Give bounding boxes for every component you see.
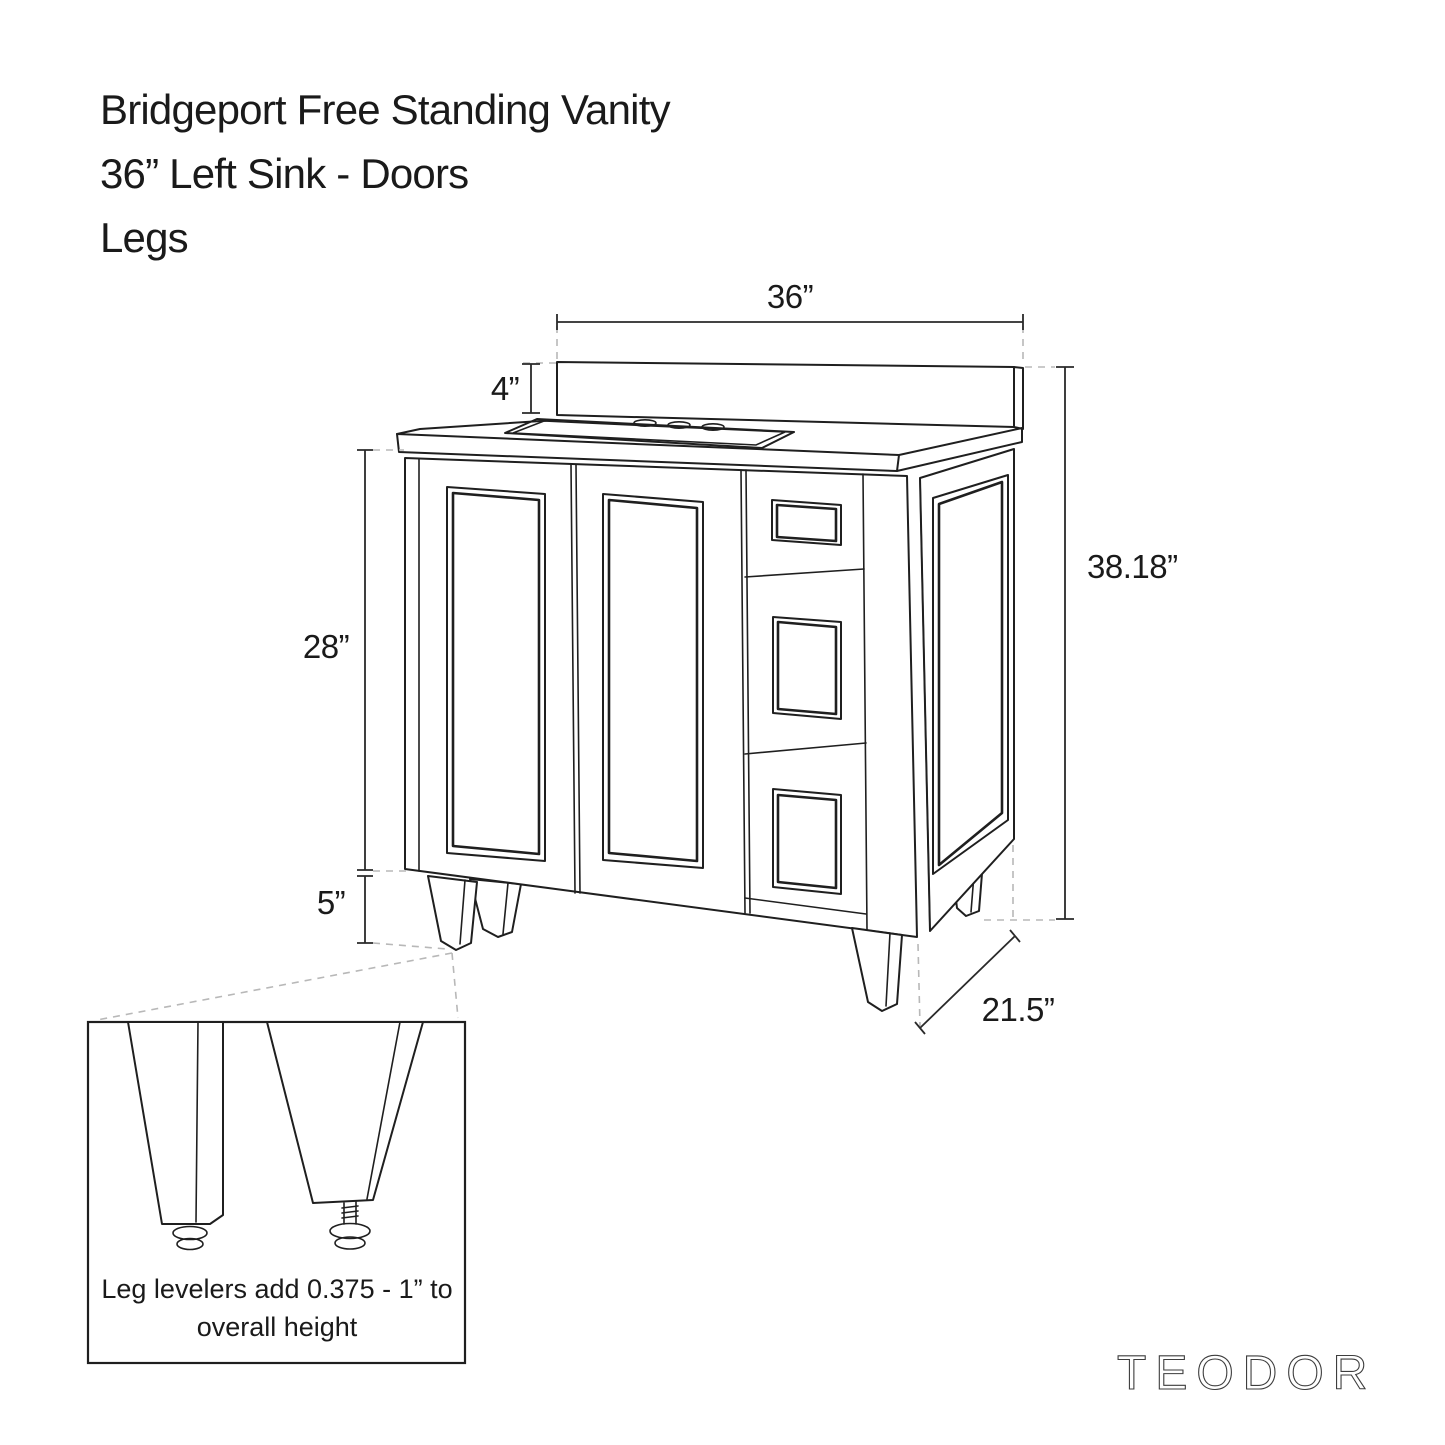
front-legs	[427, 875, 903, 1012]
rear-left-leg	[469, 878, 522, 938]
drawer-bottom	[772, 788, 842, 895]
dim-width-36: 36”	[556, 278, 1024, 330]
front-right-leg-facet	[885, 932, 891, 1007]
dim-cabinet-28: 28”	[303, 449, 373, 871]
detail-leg-right-facet	[366, 1021, 401, 1200]
drawer-middle	[772, 616, 842, 720]
detail-leg-extended	[266, 1021, 424, 1250]
dim-label-backsplash: 4”	[491, 370, 519, 407]
detail-leg-right	[266, 1021, 424, 1204]
front-right-corner-line	[919, 477, 931, 932]
ext-depth-front	[917, 943, 921, 1027]
leveler-disc-left-bottom	[176, 1237, 204, 1251]
dim-line-cabinet	[357, 449, 373, 871]
countertop-back-edge	[396, 419, 557, 435]
dim-label-cabinet: 28”	[303, 628, 349, 665]
drawer-right-stile-line	[862, 473, 868, 931]
dim-leg-5: 5”	[317, 875, 373, 944]
title-line-1: Bridgeport Free Standing Vanity	[100, 86, 671, 133]
ext-leg-bottom	[372, 942, 448, 950]
sink-cutout	[504, 418, 795, 449]
detail-leg-left-facet	[195, 1021, 199, 1223]
sink-cutout-inner-rim	[512, 420, 786, 446]
dim-line-width	[556, 314, 1024, 330]
door-right-panel-inner	[607, 498, 699, 863]
vanity-drawing	[396, 361, 1024, 1012]
detail-leg-left	[127, 1021, 224, 1225]
dimension-lines: 36” 4” 28” 5” 38.18” 21.5”	[303, 278, 1178, 1035]
leveler-disc-left-top	[172, 1225, 208, 1241]
sink-cutout-outer-edge	[504, 418, 795, 449]
dim-depth-215: 21.5”	[914, 929, 1055, 1035]
drawer-bottom-panel-inner	[776, 793, 838, 890]
drawer-stack	[744, 499, 867, 915]
leveler-note-line-1: Leg levelers add 0.375 - 1” to	[101, 1274, 452, 1304]
front-left-leg-facet	[459, 879, 466, 945]
rear-left-leg-facet	[502, 882, 509, 935]
dim-line-depth	[914, 929, 1021, 1035]
callout-line-left	[96, 952, 453, 1021]
dim-line-leg	[357, 875, 373, 944]
cabinet-body	[404, 448, 1015, 938]
dim-overall-3818: 38.18”	[1056, 366, 1178, 920]
countertop-slab-edges	[396, 427, 1023, 472]
detail-leg-retracted	[127, 1021, 224, 1251]
drawer-top-panel-inner	[775, 503, 838, 543]
door-left	[446, 486, 546, 862]
countertop	[396, 418, 1023, 472]
title-line-3: Legs	[100, 214, 188, 261]
faucet-hole-right	[701, 422, 725, 431]
dim-label-width: 36”	[767, 278, 813, 315]
title-block: Bridgeport Free Standing Vanity 36” Left…	[100, 86, 671, 261]
door-drawer-gap-line	[740, 469, 751, 914]
drawer-gap-2	[744, 742, 867, 755]
dim-label-leg: 5”	[317, 884, 345, 921]
leveler-disc-right-top	[329, 1222, 371, 1240]
dim-backsplash-4: 4”	[491, 363, 540, 414]
leveler-note-line-2: overall height	[197, 1312, 358, 1342]
side-panel-inner	[937, 480, 1004, 867]
door-left-panel-inner	[451, 491, 541, 856]
faucet-hole-center	[667, 420, 691, 429]
faucet-hole-left	[633, 418, 657, 427]
front-left-leg	[427, 875, 478, 951]
door-right	[602, 493, 704, 869]
drawer-gap-1	[744, 568, 865, 578]
dim-line-overall	[1056, 366, 1074, 920]
backsplash-end-return	[1013, 366, 1024, 430]
leveler-threaded-rod	[341, 1201, 359, 1225]
leg-detail-box: Leg levelers add 0.375 - 1” to overall h…	[86, 1020, 467, 1365]
door-gap-line	[570, 463, 581, 894]
leveler-disc-right-bottom	[334, 1236, 366, 1250]
drawer-middle-panel-inner	[776, 620, 838, 716]
front-right-leg	[851, 927, 903, 1012]
dimension-extension-lines	[96, 326, 1055, 1027]
dim-label-depth: 21.5”	[982, 991, 1055, 1028]
title-line-2: 36” Left Sink - Doors	[100, 150, 468, 197]
callout-line-right	[451, 952, 459, 1019]
dim-label-overall: 38.18”	[1087, 548, 1178, 585]
brand-logo: TEODOR	[1117, 1347, 1376, 1400]
dim-line-backsplash	[522, 363, 540, 414]
drawer-top	[771, 499, 842, 546]
faucet-holes	[633, 418, 725, 431]
backsplash-front-face	[556, 361, 1015, 428]
backsplash	[556, 361, 1024, 430]
drawer-gap-3	[744, 897, 867, 915]
